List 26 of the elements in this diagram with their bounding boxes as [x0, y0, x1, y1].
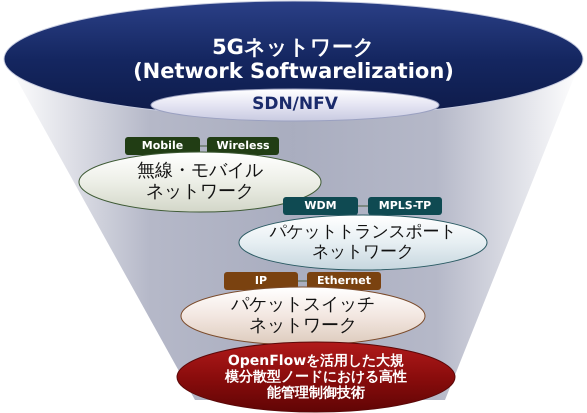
- tag-label: [368, 197, 442, 215]
- tag-label: [307, 272, 381, 290]
- tag-label: [207, 137, 279, 155]
- technology-ellipse: [176, 341, 456, 413]
- tag-label: [224, 272, 298, 290]
- tag-text: Wireless: [216, 140, 270, 152]
- layer-name: SDN/NFV: [252, 95, 338, 115]
- network-ellipse: [180, 286, 426, 346]
- connector-line: [358, 205, 368, 207]
- layer-name: 無線・モバイルネットワーク: [136, 161, 264, 203]
- network-subtitle: (Network Softwarelization): [133, 59, 454, 84]
- tag-label: [125, 137, 200, 155]
- tag-text: WDM: [304, 200, 337, 212]
- network-ellipse: [238, 214, 488, 271]
- tag-text: IP: [254, 274, 268, 288]
- layer-name: パケットスイッチネットワーク: [230, 295, 376, 337]
- tag-text: MPLS-TP: [378, 200, 432, 212]
- layer-name: パケットトランスポートネットワーク: [268, 222, 458, 262]
- layer-name: OpenFlowを活用した大規模分散型ノードにおける高性能管理制御技術: [224, 352, 408, 402]
- tag-text: Mobile: [142, 140, 184, 152]
- layer-ellipse: [150, 88, 440, 122]
- tag-text: Ethernet: [316, 274, 372, 288]
- network-title: 5Gネットワーク: [212, 34, 375, 59]
- tag-label: [283, 197, 358, 215]
- connector-line: [298, 280, 307, 282]
- connector-line: [200, 145, 207, 147]
